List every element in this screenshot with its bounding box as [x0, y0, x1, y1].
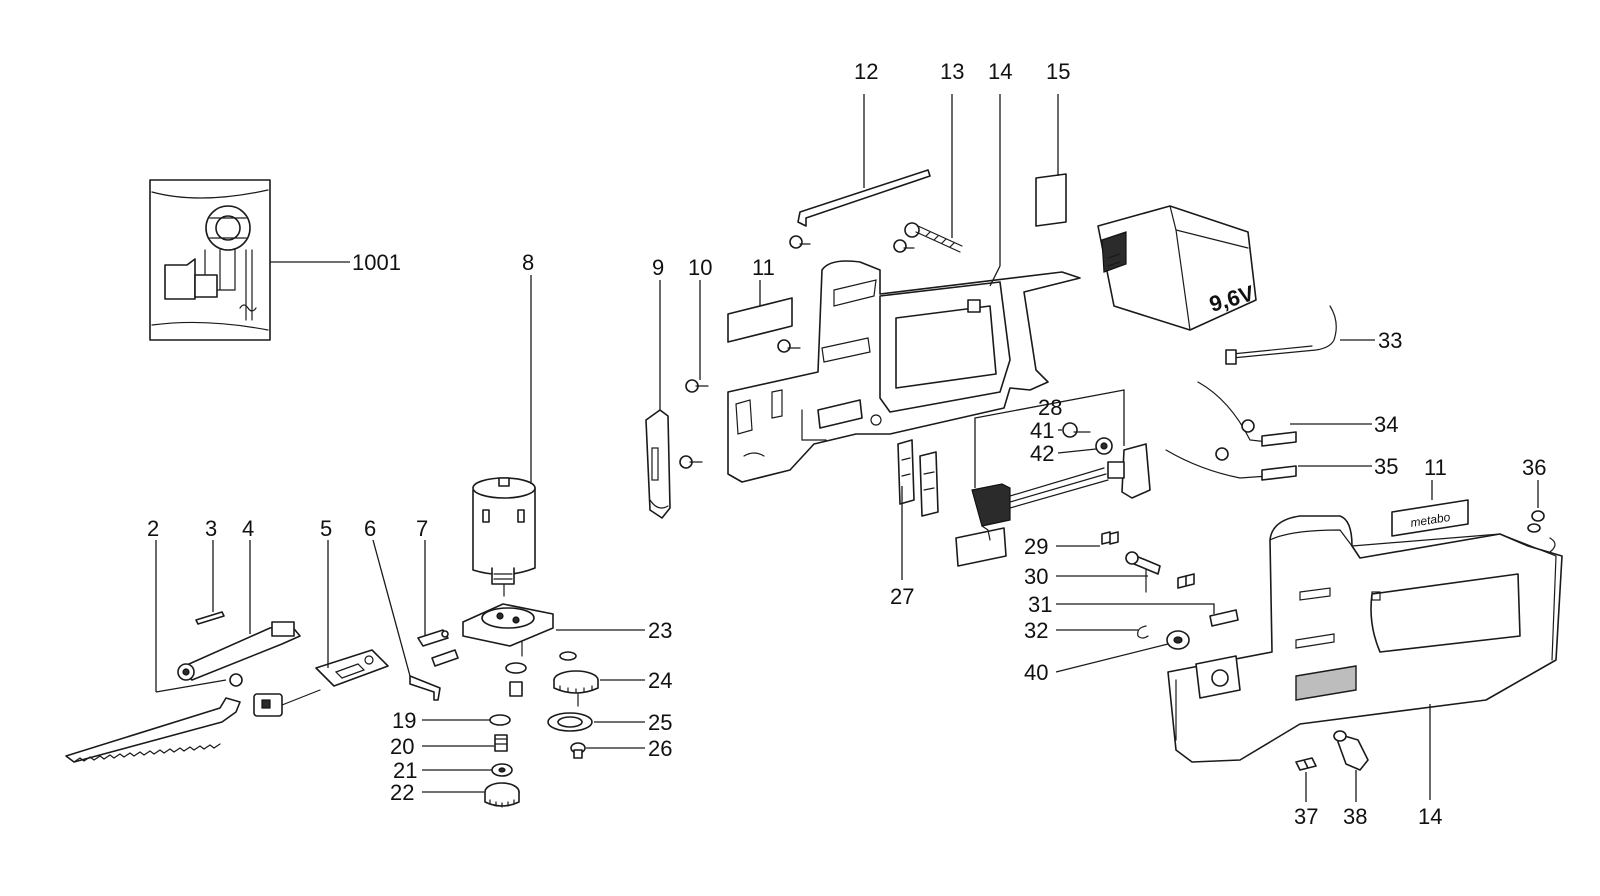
callout-42: 42: [1030, 441, 1054, 466]
motor-mounting-plate: [462, 603, 554, 657]
warning-sticker: [1035, 173, 1067, 227]
callout-2: 2: [147, 516, 159, 541]
callout-35: 35: [1374, 454, 1398, 479]
callout-38: 38: [1343, 804, 1367, 829]
lever-arm: [177, 621, 301, 681]
housing-half-right: [1167, 515, 1563, 763]
callout-20: 20: [390, 734, 414, 759]
callout-11-upper: 11: [752, 255, 775, 280]
wiring-schematic-inset: [149, 179, 271, 341]
callout-7: 7: [416, 516, 428, 541]
callout-13: 13: [940, 59, 964, 84]
callout-26: 26: [648, 736, 672, 761]
spring-clip: [409, 675, 441, 701]
saw-blade: [65, 673, 243, 763]
callout-10: 10: [688, 255, 712, 280]
long-screw: [904, 222, 963, 253]
callout-36: 36: [1522, 455, 1546, 480]
callout-4: 4: [242, 516, 254, 541]
rating-label: [727, 297, 793, 343]
brand-plate: metabo: [1391, 499, 1469, 537]
callout-15: 15: [1046, 59, 1070, 84]
callout-41: 41: [1030, 418, 1054, 443]
wire-connectors: [1165, 381, 1297, 481]
gear-washer-nut: [547, 651, 599, 759]
brand-plate-text: metabo: [1409, 510, 1451, 530]
callout-29: 29: [1024, 534, 1048, 559]
screw-and-nut: [1062, 422, 1113, 455]
switch-assembly: [955, 443, 1151, 567]
end-cap: [645, 409, 671, 519]
callout-3: 3: [205, 516, 217, 541]
callout-8: 8: [522, 250, 534, 275]
battery-pack: 9,6V: [1097, 205, 1257, 331]
callout-33: 33: [1378, 328, 1402, 353]
callout-19: 19: [392, 708, 416, 733]
clip-ring: [1531, 510, 1545, 522]
stroke-rod: [253, 649, 389, 717]
callout-32: 32: [1024, 618, 1048, 643]
screw-and-latch: [1295, 730, 1369, 771]
callout-34: 34: [1374, 412, 1398, 437]
callout-1001: 1001: [352, 250, 401, 275]
motor: [472, 477, 536, 597]
callout-30: 30: [1024, 564, 1048, 589]
housing-screws: [679, 235, 915, 469]
brush-holder: [417, 629, 459, 667]
switch-hardware: [1101, 531, 1239, 650]
callout-31: 31: [1028, 592, 1052, 617]
callout-14-lower: 14: [1418, 804, 1442, 829]
callout-40: 40: [1024, 660, 1048, 685]
pin: [195, 611, 225, 625]
callout-28: 28: [1038, 395, 1062, 420]
callout-21: 21: [393, 758, 417, 783]
small-fasteners-stack: [484, 662, 527, 808]
connecting-wire: [1225, 305, 1337, 365]
hex-key: [797, 169, 931, 227]
spacer-clips: [897, 439, 939, 517]
callout-23: 23: [648, 618, 672, 643]
callout-25: 25: [648, 710, 672, 735]
callout-12: 12: [854, 59, 878, 84]
callout-22: 22: [390, 780, 414, 805]
callout-24: 24: [648, 668, 672, 693]
callout-27: 27: [890, 584, 914, 609]
housing-half-left: [727, 260, 1081, 483]
callout-5: 5: [320, 516, 332, 541]
callout-14-upper: 14: [988, 59, 1012, 84]
callout-37: 37: [1294, 804, 1318, 829]
callout-9: 9: [652, 255, 664, 280]
callout-6: 6: [364, 516, 376, 541]
callout-11-lower: 11: [1424, 455, 1447, 480]
